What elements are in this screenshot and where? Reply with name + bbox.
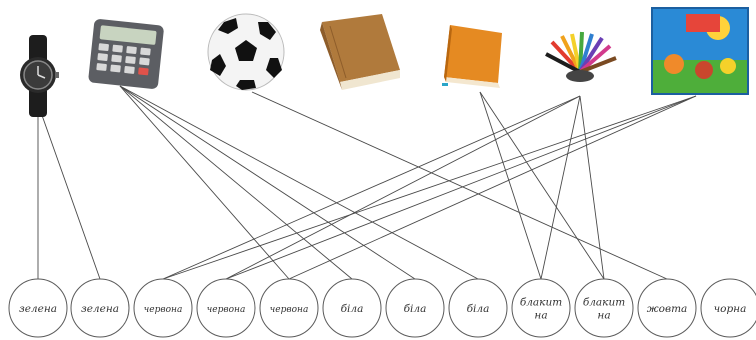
word-circle-11[interactable]: чорна [700,278,756,338]
word-circle-outline [574,278,634,338]
connection-line-pencils-9 [579,95,605,280]
connection-line-pencils-8 [540,95,581,280]
word-label: чорна [714,303,747,315]
connection-line-pencils-2 [162,95,581,280]
word-circle-2[interactable]: червона [133,278,193,338]
word-label: червона [270,305,309,315]
connection-line-picture_book-2 [162,95,697,280]
connection-line-calculator-5 [119,85,353,280]
connection-line-notebook-8 [479,91,542,280]
word-circle-3[interactable]: червона [196,278,256,338]
picture-book-icon[interactable] [651,7,749,95]
picture-row [20,7,749,117]
word-circle-outline [196,278,256,338]
word-circle-outline [700,278,756,338]
word-circle-outline [322,278,382,338]
word-label: блакит [583,297,625,309]
connection-line-picture_book-3 [225,95,697,280]
connection-line-pencils-3 [225,95,581,280]
connection-line-calculator-6 [119,85,416,280]
word-label: біла [404,303,427,315]
orange-notebook-icon[interactable] [442,25,502,88]
word-circle-outline [637,278,697,338]
word-circle-1[interactable]: зелена [70,278,130,338]
connection-line-watch-1 [37,103,101,280]
word-label: біла [341,303,364,315]
word-circle-outline [448,278,508,338]
word-label: червона [207,305,246,315]
word-circle-7[interactable]: біла [448,278,508,338]
connection-line-picture_book-4 [288,95,697,280]
word-circle-outline [133,278,193,338]
connection-line-calculator-7 [119,85,479,280]
connection-line-notebook-9 [479,91,605,280]
word-circle-6[interactable]: біла [385,278,445,338]
word-label: жовта [647,303,688,315]
word-circle-5[interactable]: біла [322,278,382,338]
word-label: зелена [81,303,119,315]
word-circle-outline [8,278,68,338]
wristwatch-icon[interactable] [20,35,59,117]
word-label: на [597,310,610,322]
soccer-ball-icon[interactable] [207,13,285,91]
word-label: зелена [19,303,57,315]
connection-line-ball-10 [251,91,668,280]
word-label: червона [144,305,183,315]
word-circle-outline [70,278,130,338]
word-circle-outline [511,278,571,338]
colored-pencils-icon[interactable] [545,31,617,82]
word-circles: зелена зелена червона червона червона біла біл… [8,278,756,338]
word-label: біла [467,303,490,315]
word-label: на [534,310,547,322]
word-circle-outline [385,278,445,338]
word-circle-4[interactable]: червона [259,278,319,338]
word-circle-0[interactable]: зелена [8,278,68,338]
word-circle-10[interactable]: жовта [637,278,697,338]
calculator-icon[interactable] [88,19,164,90]
book-icon[interactable] [320,14,400,90]
connection-line-calculator-4 [119,85,290,280]
word-circle-outline [259,278,319,338]
connection-lines [37,85,697,280]
word-label: блакит [520,297,562,309]
